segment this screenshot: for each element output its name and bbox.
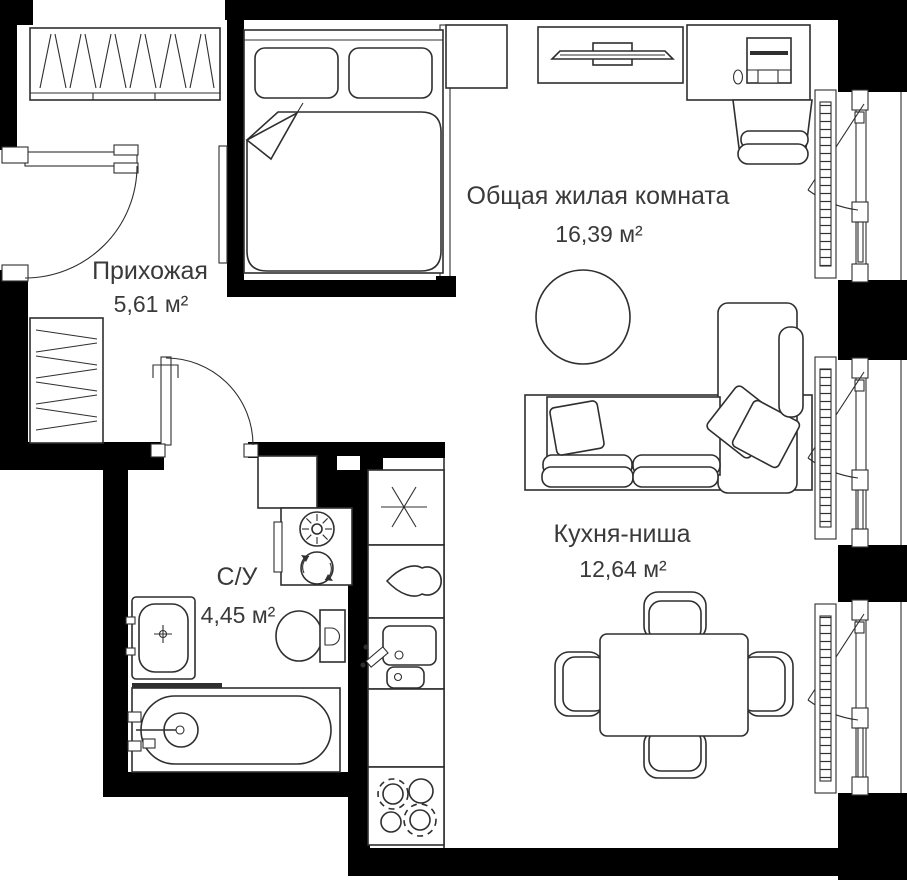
pillow: [254, 47, 339, 99]
shower-screen: [132, 683, 222, 688]
corner-sofa: [524, 302, 813, 494]
wall-segment: [436, 276, 456, 297]
bathtub: [127, 683, 341, 773]
toilet: [275, 609, 346, 663]
wall-segment: [838, 20, 907, 92]
hall-partition-line: [218, 145, 228, 264]
entrance-door-swing-arc: [24, 165, 138, 279]
washing-machine: [273, 507, 353, 586]
wall-segment: [348, 468, 370, 874]
wall-segment: [227, 13, 244, 297]
bathroom-door: [150, 356, 259, 458]
hall-closet-hangers-icon: [35, 329, 98, 431]
radiator-1: [814, 89, 837, 279]
room-name: Прихожая: [92, 257, 208, 285]
toilet-bowl: [275, 610, 323, 662]
blanket: [246, 111, 442, 272]
room-area: 4,45 м²: [201, 602, 276, 628]
room-label-hallway: Прихожая 5,61 м²: [92, 257, 208, 317]
desk: [686, 24, 811, 101]
wall-segment: [838, 545, 907, 602]
room-name: Кухня-ниша: [554, 520, 691, 548]
round-table: [535, 269, 631, 365]
wall-segment: [225, 0, 907, 20]
room-label-kitchen: Кухня-ниша 12,64 м²: [554, 520, 691, 582]
room-area: 16,39 м²: [555, 221, 643, 247]
bathroom-door-leaf: [160, 356, 172, 446]
entry-wardrobe-hangers-icon: [39, 33, 215, 89]
sofa-pillow: [549, 400, 605, 456]
stove-burners-icon: [377, 778, 437, 837]
room-area: 12,64 м²: [579, 556, 667, 582]
wall-segment: [103, 468, 128, 773]
double-bed: [243, 29, 444, 274]
wall-segment: [0, 0, 17, 150]
room-area: 5,61 м²: [114, 291, 189, 317]
boiler-drop-icon: [385, 565, 442, 597]
wall-segment: [227, 280, 456, 297]
faucet-icon: [154, 625, 172, 643]
radiator-3: [814, 603, 837, 794]
dining-set: [554, 591, 794, 779]
kitchen-cabinet: [367, 688, 445, 768]
dining-chair: [643, 728, 707, 779]
sofa-pillow: [731, 399, 801, 469]
wall-segment: [0, 442, 164, 470]
boiler-unit: [367, 544, 445, 619]
room-label-bathroom: С/У 4,45 м²: [201, 563, 276, 628]
toilet-flush-button: [324, 627, 340, 646]
wall-niche: [337, 456, 360, 470]
dining-table: [599, 633, 749, 737]
radiator-2: [814, 356, 837, 540]
nightstand: [445, 24, 508, 89]
entry-wardrobe: [29, 27, 221, 101]
washing-machine-icon: [299, 511, 335, 585]
wall-segment: [348, 848, 907, 876]
wall-segment: [838, 793, 907, 880]
sofa-cushion: [632, 466, 719, 488]
kitchen-units: [360, 469, 445, 846]
wall-segment: [838, 280, 907, 360]
tv-stand: [537, 26, 684, 84]
kitchen-sink-icon: [360, 625, 437, 689]
fridge-snowflake-icon: [381, 486, 427, 528]
room-label-living-room: Общая жилая комната 16,39 м²: [467, 182, 730, 247]
room-name: Общая жилая комната: [467, 182, 730, 210]
bathroom-door-swing-arc: [165, 357, 254, 446]
sofa-cushion: [541, 466, 634, 488]
pillow: [348, 47, 433, 99]
wall-segment: [0, 270, 28, 443]
hall-closet: [29, 317, 104, 444]
service-cabinet: [257, 455, 318, 509]
stove: [367, 766, 445, 846]
wall-segment: [248, 442, 445, 458]
sofa-back-cushion: [778, 326, 804, 418]
wall-segment: [103, 772, 350, 797]
desk-chair: [732, 99, 813, 165]
blanket-fold: [245, 110, 300, 161]
room-name: С/У: [217, 563, 258, 591]
bathroom-sink: [125, 596, 196, 680]
mouse-icon: [732, 69, 744, 85]
entrance-door: [1, 144, 139, 282]
